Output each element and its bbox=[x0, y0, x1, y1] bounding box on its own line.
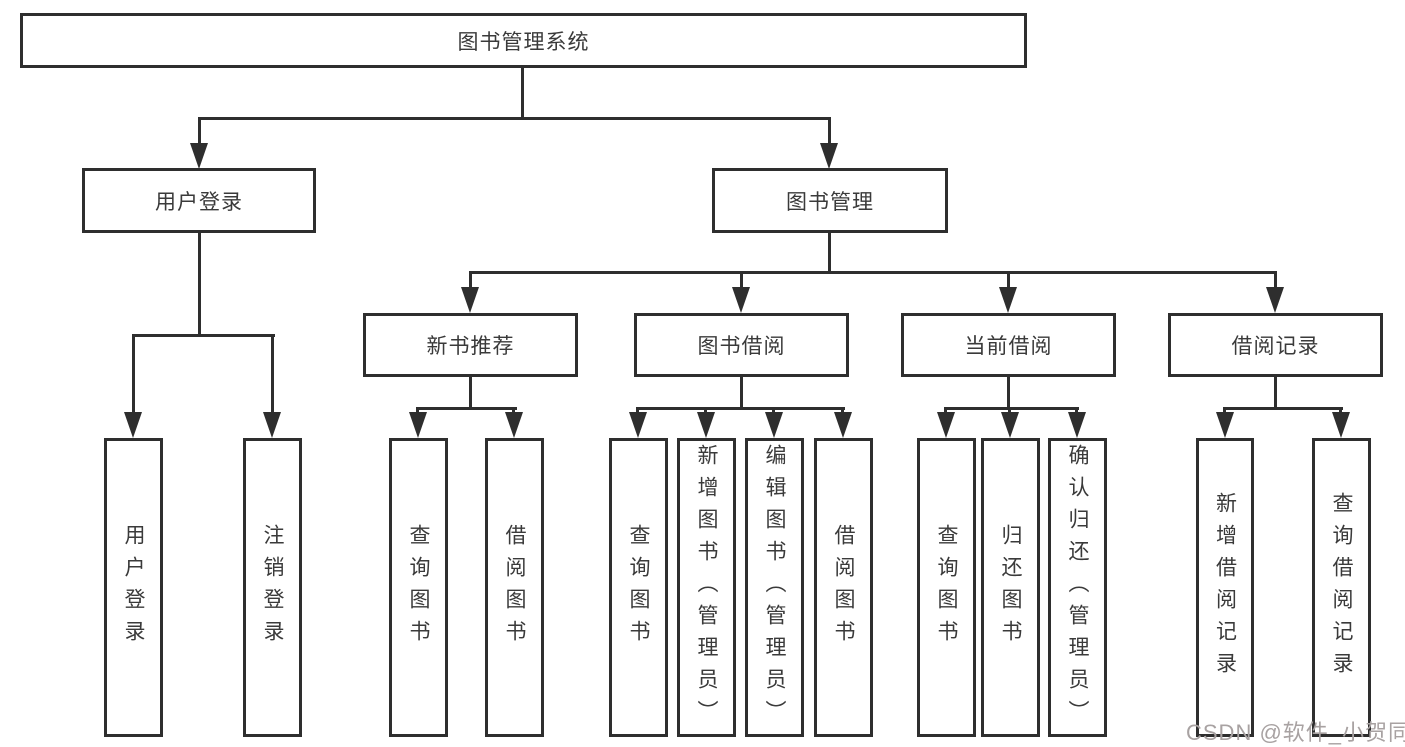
arrow-head bbox=[409, 412, 427, 438]
arrow-head bbox=[765, 412, 783, 438]
leaf-borrow-books: 借阅图书 bbox=[814, 438, 873, 737]
arrow-head bbox=[263, 412, 281, 438]
connector-line bbox=[1075, 407, 1078, 415]
connector-line bbox=[944, 407, 947, 415]
leaf-add-borrow-record: 新增借阅记录 bbox=[1196, 438, 1254, 737]
node-current-borrowing: 当前借阅 bbox=[901, 313, 1116, 377]
arrow-head bbox=[937, 412, 955, 438]
connector-line bbox=[1339, 407, 1342, 415]
connector-line bbox=[945, 407, 1079, 410]
connector-line bbox=[636, 407, 639, 415]
node-label: 新书推荐 bbox=[426, 335, 515, 358]
arrow-head bbox=[505, 412, 523, 438]
leaf-label: 新增借阅记录 bbox=[1213, 491, 1237, 684]
leaf-logout: 注销登录 bbox=[243, 438, 302, 737]
node-new-book-recommendation: 新书推荐 bbox=[363, 313, 578, 377]
leaf-confirm-return-admin: 确认归还（管理员） bbox=[1048, 438, 1107, 737]
connector-line bbox=[1223, 407, 1226, 415]
connector-line bbox=[512, 407, 515, 415]
csdn-watermark: CSDN @软件_小贺同学 bbox=[1186, 720, 1405, 745]
arrow-head bbox=[1266, 287, 1284, 313]
leaf-label: 新增图书（管理员） bbox=[695, 443, 719, 732]
leaf-label: 借阅图书 bbox=[832, 523, 856, 652]
connector-line bbox=[271, 334, 274, 414]
leaf-label: 查询图书 bbox=[627, 523, 651, 652]
node-library-management-system: 图书管理系统 bbox=[20, 13, 1027, 68]
connector-line bbox=[637, 407, 845, 410]
connector-line bbox=[740, 271, 743, 289]
node-label: 用户登录 bbox=[155, 190, 243, 214]
connector-line bbox=[772, 407, 775, 415]
connector-line bbox=[828, 117, 831, 145]
leaf-query-books-recommend: 查询图书 bbox=[389, 438, 448, 737]
connector-line bbox=[1224, 407, 1343, 410]
node-label: 图书管理 bbox=[786, 190, 874, 214]
connector-line bbox=[417, 407, 517, 410]
connector-line bbox=[841, 407, 844, 415]
leaf-query-books-current: 查询图书 bbox=[917, 438, 976, 737]
leaf-label: 借阅图书 bbox=[503, 523, 527, 652]
connector-line bbox=[740, 375, 743, 410]
node-borrowing-records: 借阅记录 bbox=[1168, 313, 1383, 377]
node-book-borrowing: 图书借阅 bbox=[634, 313, 849, 377]
node-label: 图书管理系统 bbox=[457, 30, 590, 54]
arrow-head bbox=[999, 287, 1017, 313]
arrow-head bbox=[1332, 412, 1350, 438]
node-user-login: 用户登录 bbox=[82, 168, 316, 233]
connector-line bbox=[132, 334, 135, 414]
connector-line bbox=[469, 271, 472, 289]
leaf-label: 归还图书 bbox=[999, 523, 1023, 652]
leaf-label: 确认归还（管理员） bbox=[1066, 443, 1090, 732]
connector-line bbox=[198, 117, 831, 120]
connector-line bbox=[469, 271, 1277, 274]
arrow-head bbox=[461, 287, 479, 313]
connector-line bbox=[1274, 375, 1277, 410]
connector-line bbox=[1008, 407, 1011, 415]
leaf-add-books-admin: 新增图书（管理员） bbox=[677, 438, 736, 737]
node-label: 图书借阅 bbox=[697, 335, 786, 358]
connector-line bbox=[469, 375, 472, 410]
leaf-query-borrow-record: 查询借阅记录 bbox=[1312, 438, 1371, 737]
arrow-head bbox=[629, 412, 647, 438]
connector-line bbox=[1007, 375, 1010, 410]
connector-line bbox=[704, 407, 707, 415]
node-book-management: 图书管理 bbox=[712, 168, 948, 233]
arrow-head bbox=[1068, 412, 1086, 438]
leaf-label: 查询借阅记录 bbox=[1330, 491, 1354, 684]
arrow-head bbox=[820, 143, 838, 169]
arrow-head bbox=[1216, 412, 1234, 438]
leaf-user-login: 用户登录 bbox=[104, 438, 163, 737]
arrow-head bbox=[190, 143, 208, 169]
connector-line bbox=[1274, 271, 1277, 289]
leaf-edit-books-admin: 编辑图书（管理员） bbox=[745, 438, 804, 737]
arrow-head bbox=[834, 412, 852, 438]
arrow-head bbox=[1001, 412, 1019, 438]
leaf-label: 注销登录 bbox=[261, 523, 285, 652]
leaf-borrow-books-recommend: 借阅图书 bbox=[485, 438, 544, 737]
leaf-label: 用户登录 bbox=[122, 523, 146, 652]
connector-line bbox=[828, 231, 831, 274]
arrow-head bbox=[697, 412, 715, 438]
leaf-query-books-borrow: 查询图书 bbox=[609, 438, 668, 737]
leaf-label: 编辑图书（管理员） bbox=[763, 443, 787, 732]
connector-line bbox=[1007, 271, 1010, 289]
leaf-return-books: 归还图书 bbox=[981, 438, 1040, 737]
connector-line bbox=[198, 117, 201, 145]
leaf-label: 查询图书 bbox=[935, 523, 959, 652]
node-label: 借阅记录 bbox=[1231, 335, 1320, 358]
connector-line bbox=[132, 334, 275, 337]
node-label: 当前借阅 bbox=[964, 335, 1053, 358]
connector-line bbox=[198, 231, 201, 337]
arrow-head bbox=[732, 287, 750, 313]
connector-line bbox=[416, 407, 419, 415]
connector-line bbox=[521, 66, 524, 120]
arrow-head bbox=[124, 412, 142, 438]
leaf-label: 查询图书 bbox=[407, 523, 431, 652]
